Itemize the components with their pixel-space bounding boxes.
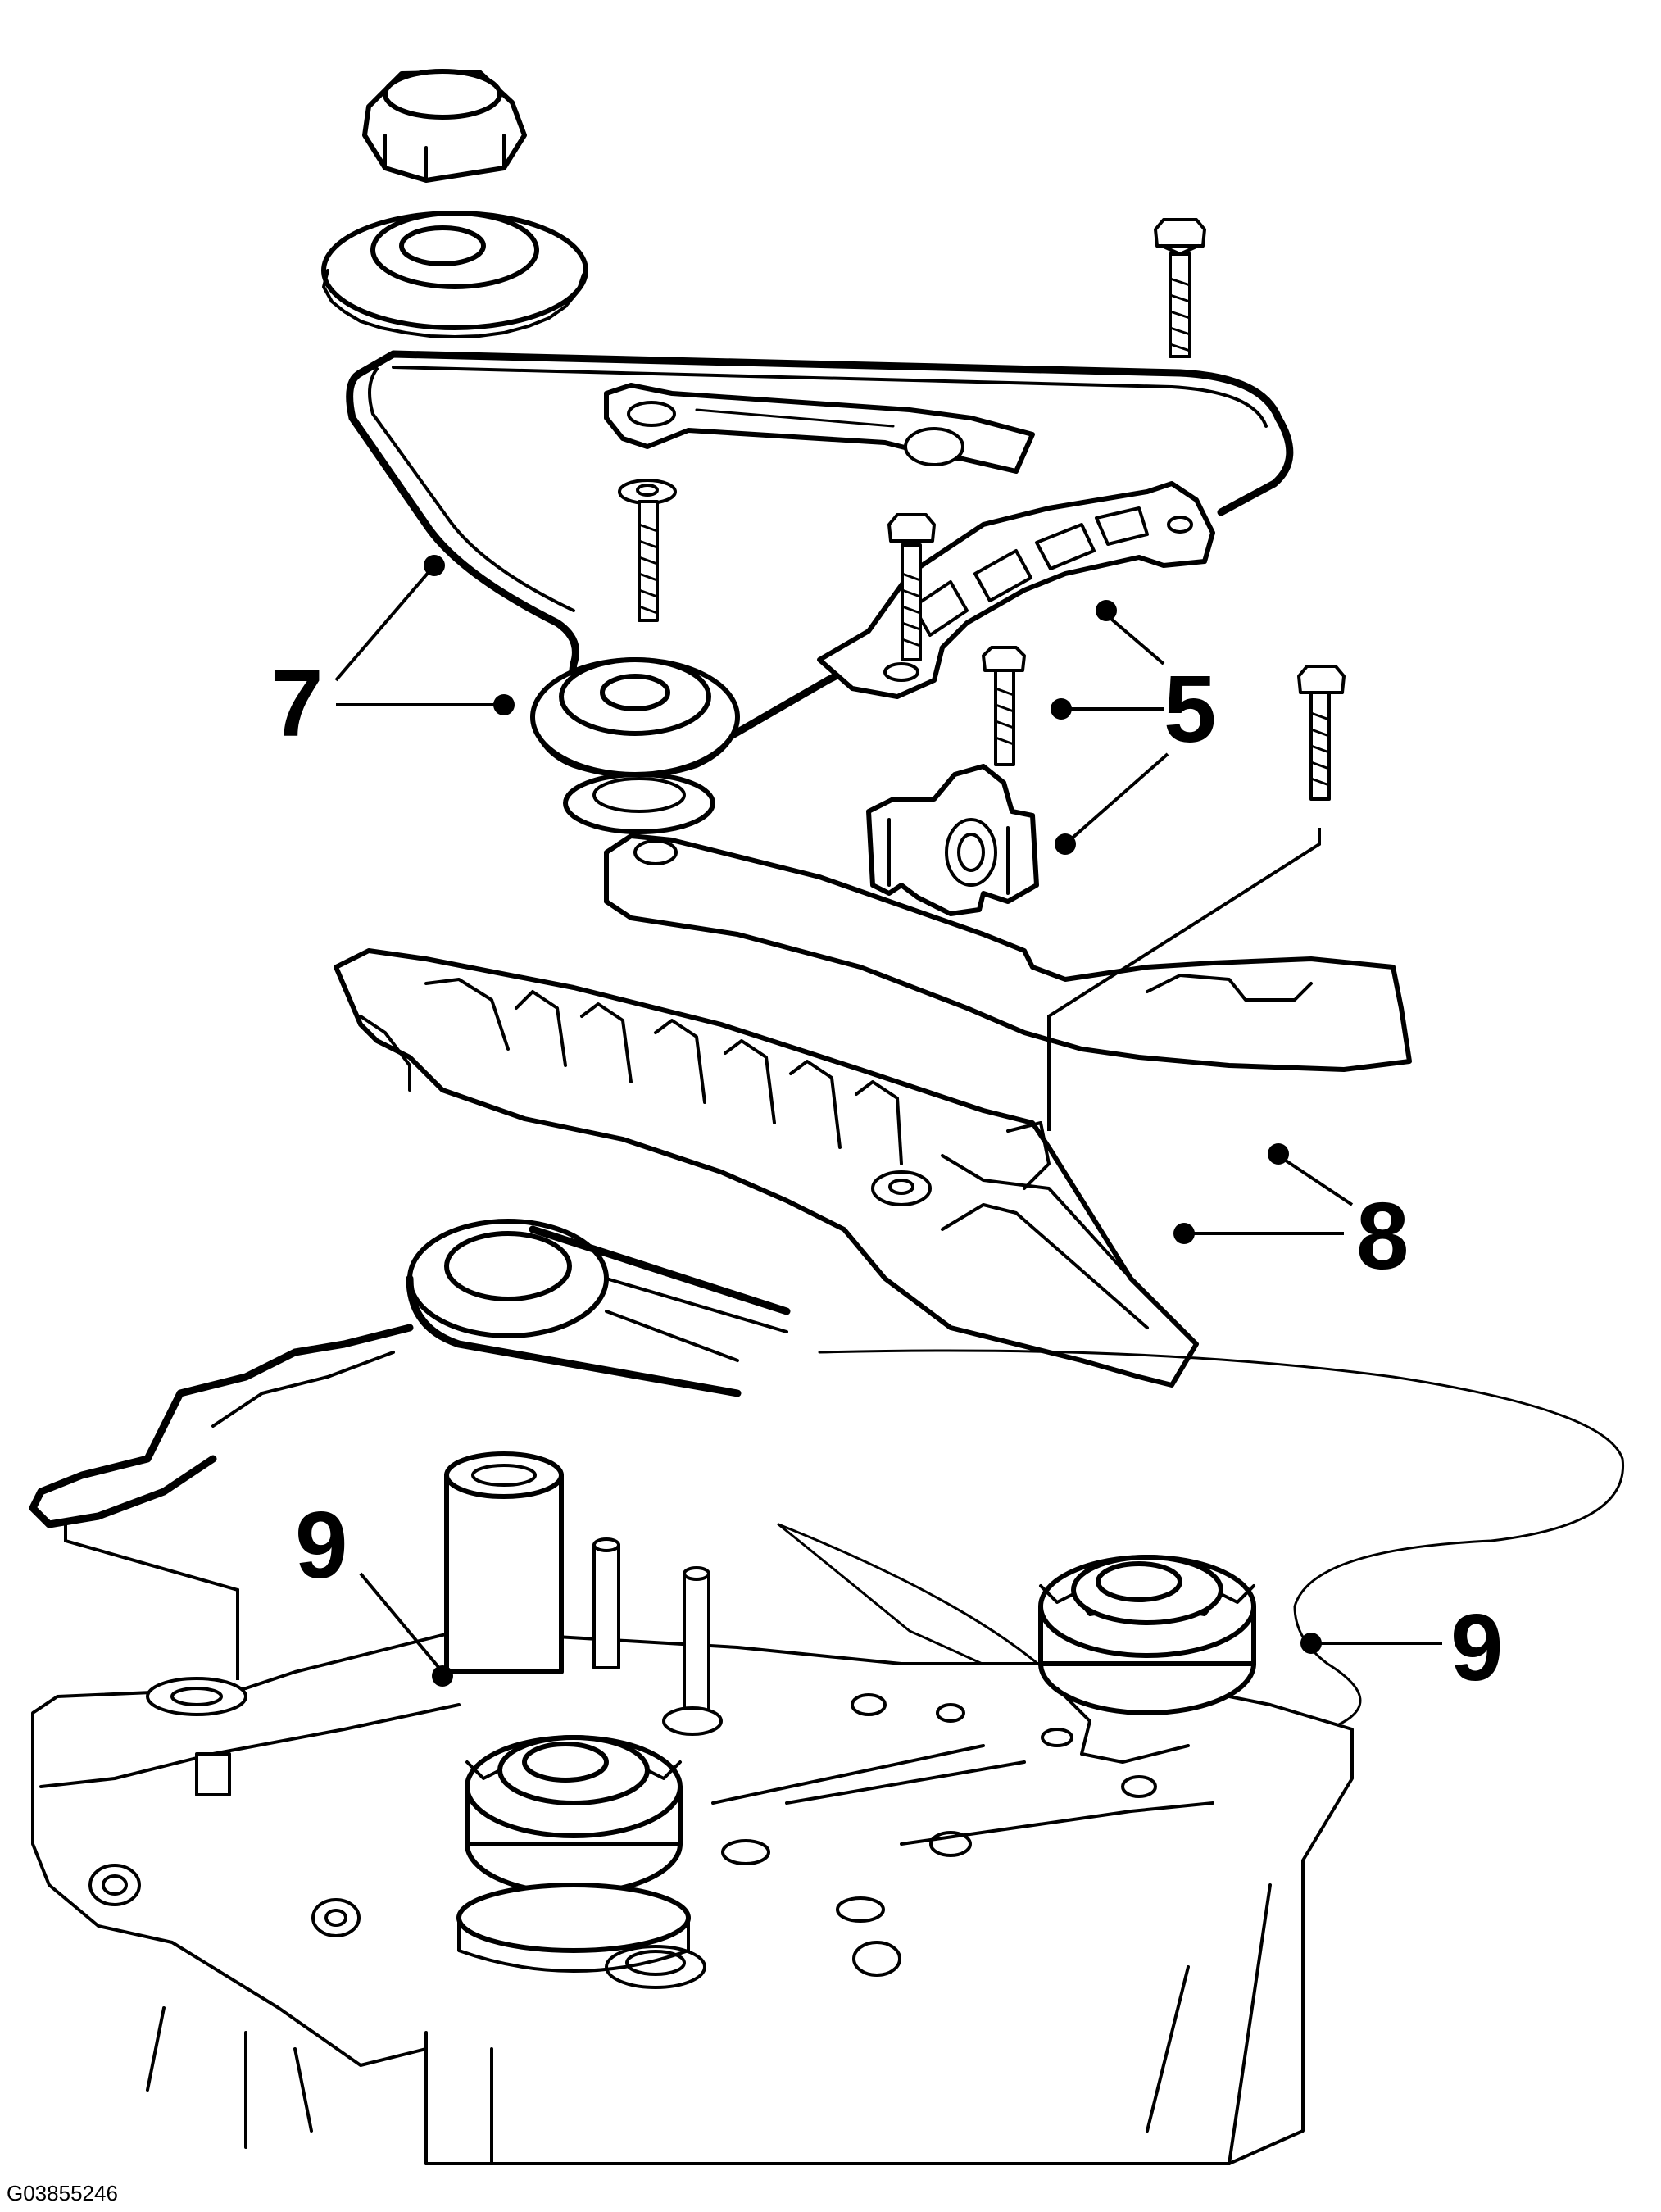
bolt-tensioner-short	[982, 646, 1026, 766]
bolt-guide-long	[1297, 665, 1346, 801]
pickup-tube	[444, 1451, 723, 1736]
callout-8: 8	[1356, 1183, 1409, 1289]
callout-dots	[424, 555, 1322, 1687]
bolt-rail-mount	[887, 513, 936, 661]
balance-shaft-sprocket-left	[456, 1735, 691, 1973]
chain-guide-upper	[604, 383, 1035, 474]
callout-9-right: 9	[1450, 1594, 1504, 1701]
figure-id: G03855246	[7, 2181, 118, 2205]
timing-chain-lower	[29, 1219, 1625, 1742]
balance-shaft-sprocket-right	[1038, 1555, 1256, 1764]
camshaft-sprocket-upper	[321, 211, 588, 338]
callout-9-left: 9	[295, 1492, 348, 1598]
tensioner-shoe	[604, 833, 1412, 1072]
chain-tensioner	[866, 764, 1039, 916]
bolt-upper-right	[1154, 218, 1206, 358]
sprocket-nut	[362, 69, 527, 183]
chain-guide-lower	[334, 948, 1199, 1388]
leader-lines	[64, 564, 1442, 1680]
idler-sprocket	[530, 657, 740, 834]
callout-7: 7	[270, 650, 324, 756]
bolt-torx-left	[618, 479, 677, 622]
engine-block	[31, 1629, 1354, 2165]
callout-5: 5	[1164, 656, 1217, 762]
